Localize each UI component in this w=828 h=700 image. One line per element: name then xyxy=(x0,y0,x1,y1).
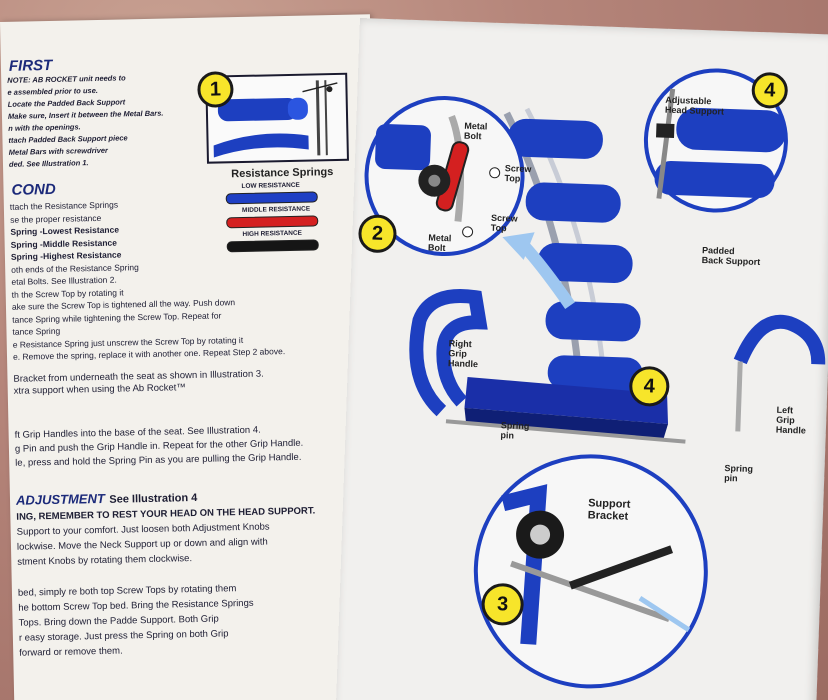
assembly-diagram: AdjustableHead Support MetalBolt ScrewTo… xyxy=(364,68,826,689)
text-line: th the Screw Top by rotating it xyxy=(11,286,124,300)
text-line: Metal Bars with screwdriver xyxy=(8,145,109,157)
diagram-labels: AdjustableHead Support MetalBolt ScrewTo… xyxy=(428,95,807,523)
section-title-second: COND xyxy=(11,180,56,199)
label-screw-top-2: ScrewTop xyxy=(491,213,519,234)
adjustment-text: ING, REMEMBER TO REST YOUR HEAD ON THE H… xyxy=(0,14,370,568)
label-right-grip: RightGripHandle xyxy=(448,338,479,369)
spring-label: HIGH RESISTANCE xyxy=(242,229,303,238)
seat-cushion xyxy=(464,376,669,424)
label-metal-bolt-bottom: MetalBolt xyxy=(428,233,452,254)
bracket-step-text: Bracket from underneath the seat as show… xyxy=(0,14,370,397)
label-spring-pin-2: Springpin xyxy=(724,463,753,484)
text-line: e. Remove the spring, replace it with an… xyxy=(12,346,286,362)
illustration-1-drawing xyxy=(213,80,338,158)
padded-back-pads xyxy=(507,118,643,392)
spring-label: LOW RESISTANCE xyxy=(241,181,300,190)
text-line: le, press and hold the Spring Pin as you… xyxy=(15,451,302,469)
text-line: NOTE: AB ROCKET unit needs to xyxy=(7,73,126,85)
illustration-3-circle xyxy=(473,454,708,689)
text-line: forward or remove them. xyxy=(19,645,123,659)
springs-legend-title: Resistance Springs xyxy=(231,166,334,181)
text-line: lockwise. Move the Neck Support up or do… xyxy=(16,536,268,553)
diagram-page: AdjustableHead Support MetalBolt ScrewTo… xyxy=(335,18,828,700)
label-left-grip: LeftGripHandle xyxy=(776,405,807,436)
right-grip-handle xyxy=(409,289,488,417)
text-line: Spring -Lowest Resistance xyxy=(10,224,120,237)
text-line: ft Grip Handles into the base of the sea… xyxy=(14,424,261,441)
spring-swatch xyxy=(226,215,319,229)
text-line: Spring -Middle Resistance xyxy=(10,237,118,250)
spring-swatch xyxy=(225,191,318,205)
text-line: Make sure, Insert it between the Metal B… xyxy=(7,108,164,121)
text-line: bed, simply re both top Screw Tops by ro… xyxy=(17,583,237,599)
text-line: se the proper resistance xyxy=(10,212,102,225)
spring-label: MIDDLE RESISTANCE xyxy=(241,205,311,214)
illustration-1-frame xyxy=(205,72,349,164)
label-adjustable-head: AdjustableHead Support xyxy=(665,95,725,117)
spring-swatch xyxy=(226,239,319,253)
text-line: ded. See Illustration 1. xyxy=(8,158,89,169)
adjustment-heading: ADJUSTMENT See Illustration 4 xyxy=(16,488,198,510)
text-line: r easy storage. Just press the Spring on… xyxy=(18,628,229,644)
text-line: Spring -Highest Resistance xyxy=(10,249,122,262)
text-line: e assembled prior to use. xyxy=(7,85,99,97)
text-line: Support to your comfort. Just loosen bot… xyxy=(16,521,270,538)
label-support-bracket: SupportBracket xyxy=(588,497,631,523)
left-grip-handle xyxy=(733,314,826,365)
adjustment-title: ADJUSTMENT xyxy=(15,490,106,508)
text-line: tance Spring while tightening the Screw … xyxy=(12,309,222,325)
label-spring-pin-1: Springpin xyxy=(500,420,529,441)
text-line: oth ends of the Resistance Spring xyxy=(11,261,139,275)
text-line: etal Bolts. See Illustration 2. xyxy=(11,274,117,287)
label-screw-top-1: ScrewTop xyxy=(504,163,532,184)
text-line: ttach Padded Back Support piece xyxy=(8,133,128,145)
text-line: tance Spring xyxy=(12,325,61,337)
section-title-first: FIRST xyxy=(8,56,53,75)
text-line: he bottom Screw Top bed. Bring the Resis… xyxy=(18,597,254,614)
adjustment-ref: See Illustration 4 xyxy=(109,491,198,506)
text-line: Tops. Bring down the Padde Support. Both… xyxy=(18,613,219,629)
grip-step-text: ft Grip Handles into the base of the sea… xyxy=(0,14,370,469)
label-metal-bolt-top: MetalBolt xyxy=(464,121,488,142)
text-line: n with the openings. xyxy=(8,122,81,133)
label-padded-back: PaddedBack Support xyxy=(702,245,761,267)
text-line: stment Knobs by rotating them clockwise. xyxy=(17,553,193,568)
fold-step-text: bed, simply re both top Screw Tops by ro… xyxy=(0,14,370,659)
text-line: Locate the Padded Back Support xyxy=(7,97,126,109)
text-line: xtra support when using the Ab Rocket™ xyxy=(13,382,186,397)
springs-legend: LOW RESISTANCE MIDDLE RESISTANCE HIGH RESI… xyxy=(0,14,370,253)
text-line: ttach the Resistance Springs xyxy=(9,199,119,212)
